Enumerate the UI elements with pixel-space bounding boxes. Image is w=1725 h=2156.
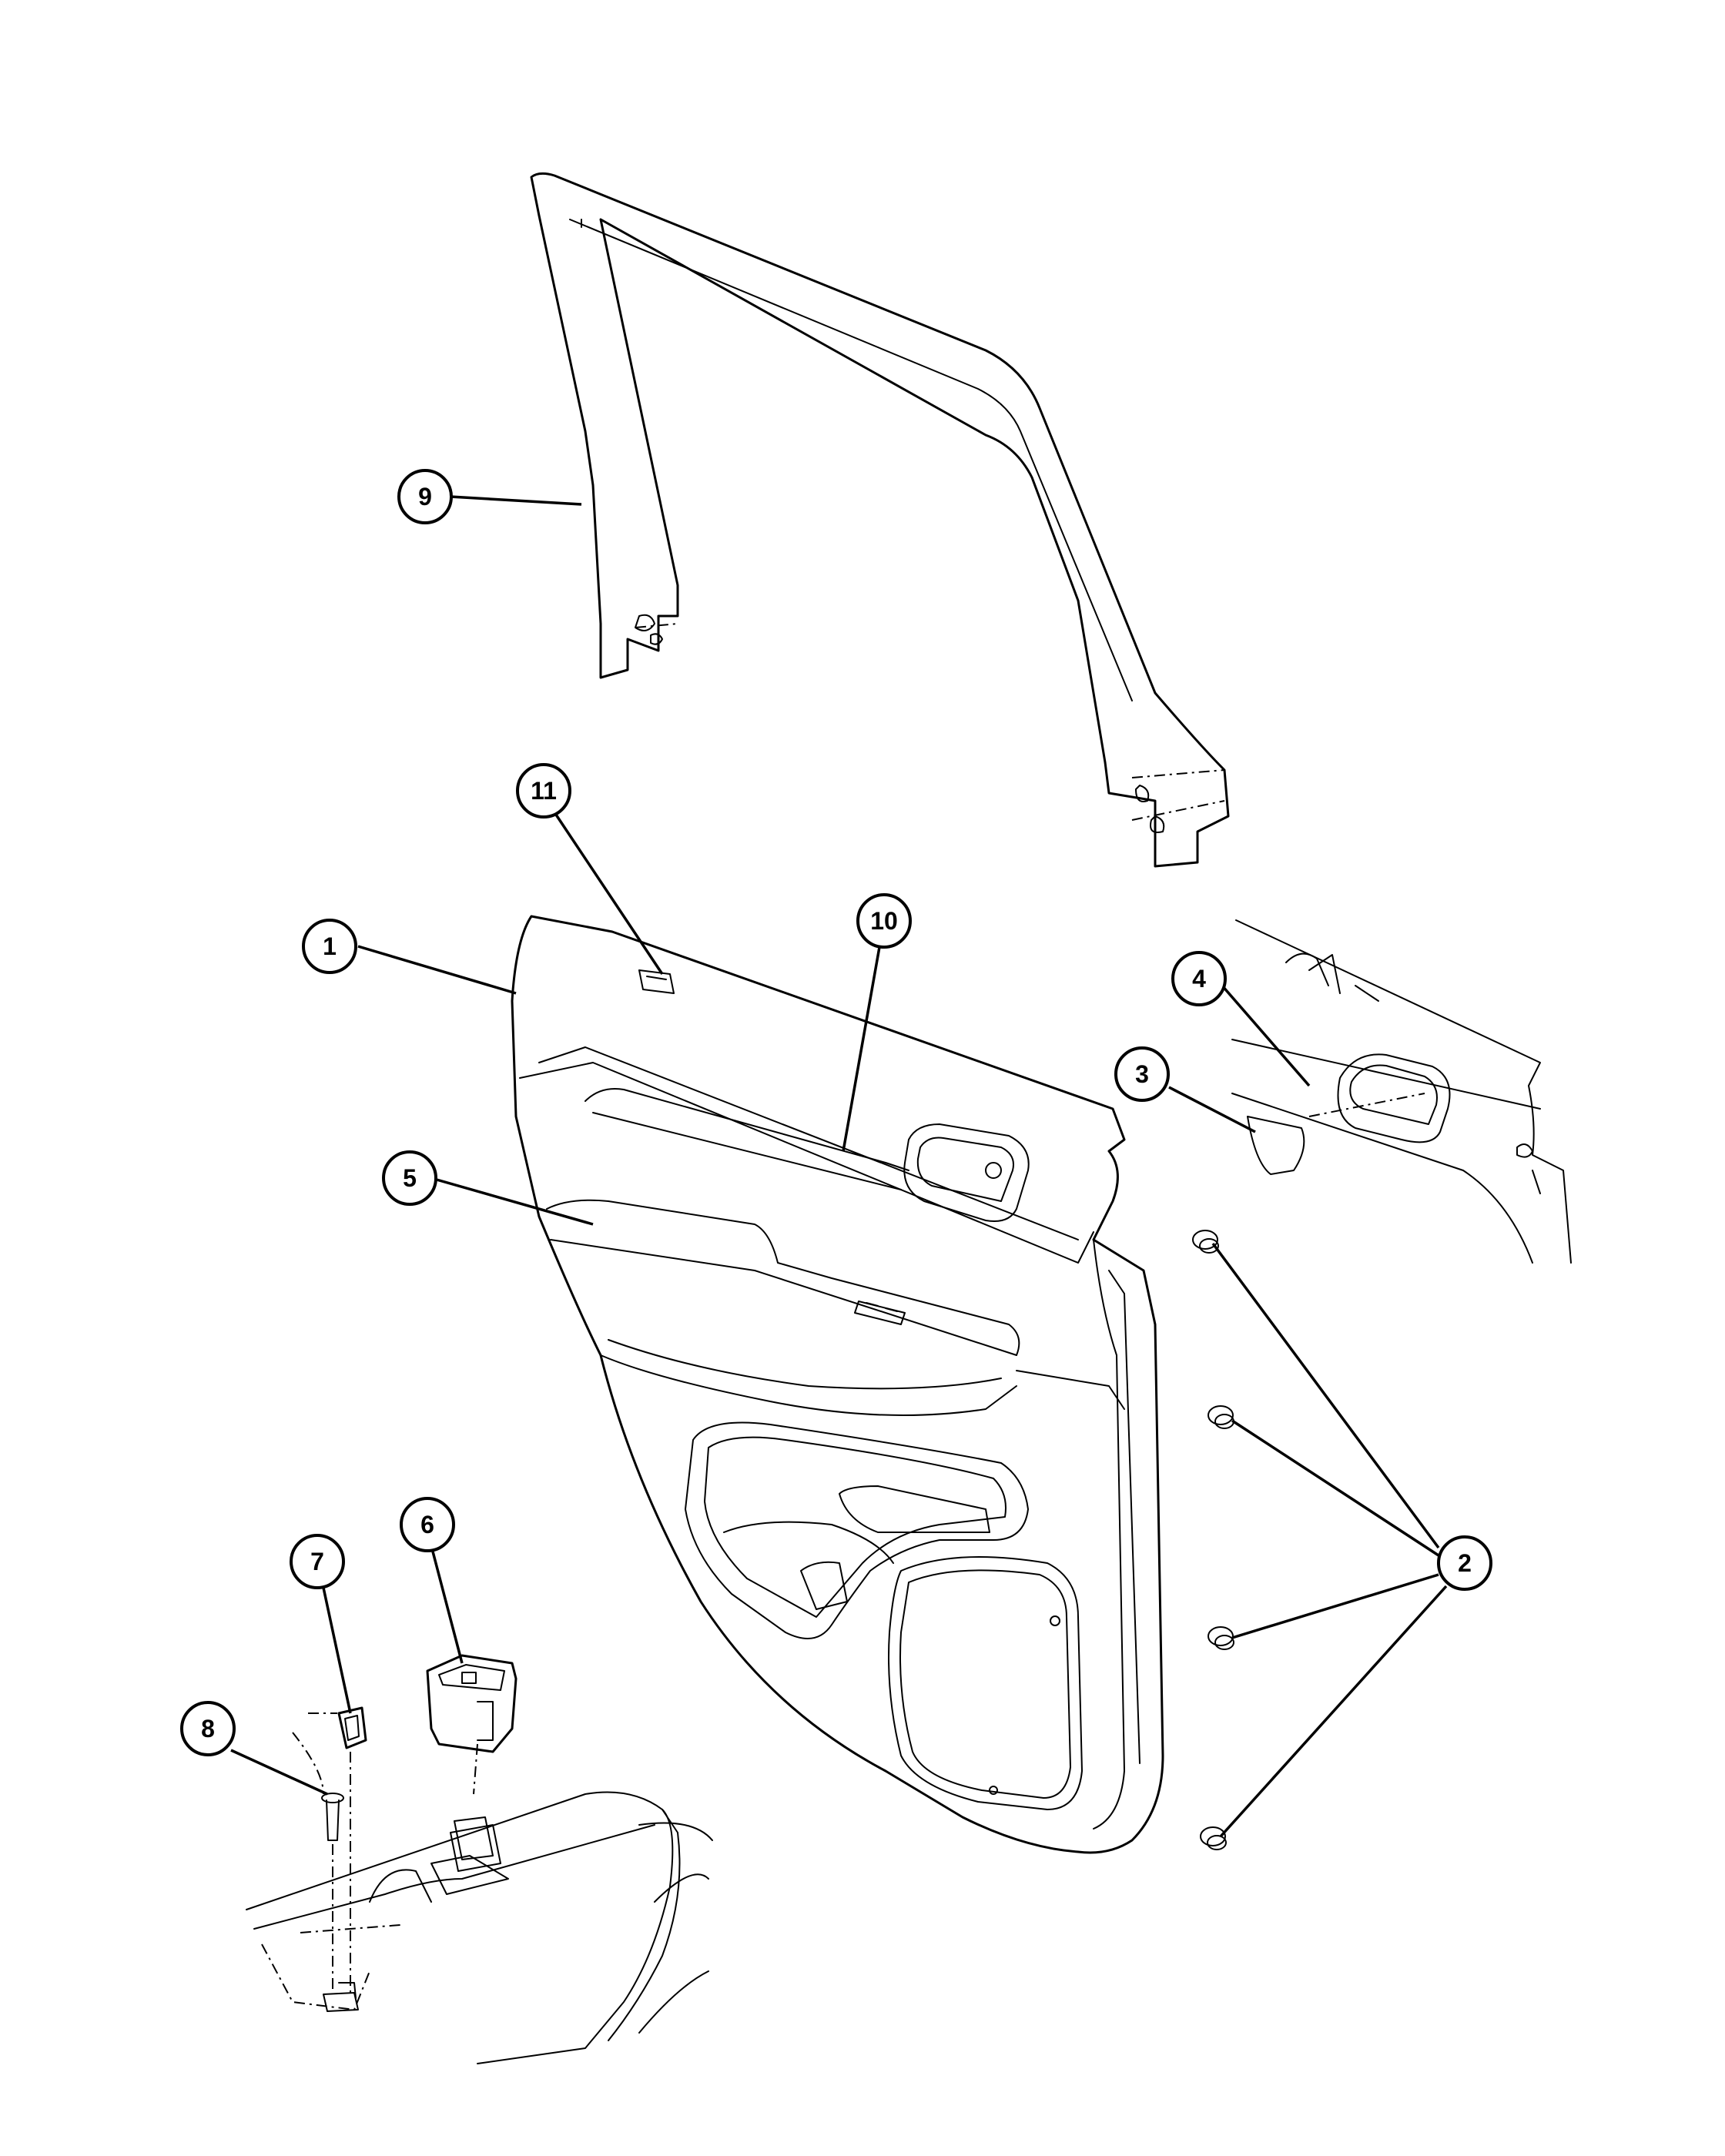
- fastener-4: [1200, 1826, 1227, 1850]
- window-switch: [426, 1654, 518, 1860]
- callout-8: 8: [180, 1701, 236, 1756]
- callout-4: 4: [1171, 951, 1227, 1006]
- handle-detail-view: [1231, 919, 1572, 1264]
- fastener-3: [1208, 1626, 1234, 1650]
- leader-1: [357, 945, 517, 995]
- leader-8: [230, 1749, 328, 1796]
- callout-9: 9: [397, 469, 453, 524]
- leader-10: [842, 946, 881, 1152]
- callout-2: 2: [1437, 1535, 1492, 1591]
- callout-9-label: 9: [418, 483, 432, 511]
- callout-6: 6: [400, 1497, 455, 1552]
- leader-lines: [230, 495, 1448, 1838]
- callout-7-label: 7: [310, 1548, 324, 1575]
- callout-11-label: 11: [531, 777, 557, 805]
- callout-4-label: 4: [1192, 965, 1206, 993]
- leader-5: [436, 1178, 594, 1226]
- callout-5-label: 5: [403, 1164, 417, 1192]
- callout-10-label: 10: [870, 907, 898, 935]
- leader-2c: [1231, 1573, 1439, 1639]
- callout-5: 5: [382, 1150, 437, 1206]
- screw: [321, 1793, 344, 1841]
- leader-6: [431, 1551, 464, 1664]
- callout-8-label: 8: [201, 1715, 215, 1743]
- door-trim-panel: [511, 915, 1164, 1854]
- leader-2d: [1219, 1585, 1448, 1838]
- callout-3-label: 3: [1135, 1060, 1149, 1088]
- callout-3: 3: [1114, 1046, 1170, 1102]
- leader-3: [1168, 1086, 1256, 1133]
- fastener-1: [1192, 1230, 1219, 1254]
- window-frame-trim: [530, 172, 1230, 868]
- bezel-clip: [337, 1706, 367, 1749]
- leader-9: [450, 495, 582, 506]
- callout-7: 7: [290, 1534, 345, 1589]
- callout-10: 10: [856, 893, 912, 949]
- armrest-detail-view: [246, 1712, 713, 2064]
- callout-1: 1: [302, 919, 357, 974]
- callout-11: 11: [516, 763, 571, 819]
- fastener-2: [1208, 1405, 1234, 1429]
- leader-2b: [1231, 1419, 1439, 1557]
- leader-2a: [1211, 1242, 1440, 1549]
- callout-6-label: 6: [420, 1511, 434, 1538]
- leader-7: [322, 1587, 352, 1714]
- leader-4: [1215, 978, 1311, 1087]
- callout-2-label: 2: [1458, 1549, 1472, 1577]
- callout-1-label: 1: [323, 932, 337, 960]
- push-pin-fasteners: [1192, 1230, 1234, 1850]
- leader-11: [551, 809, 664, 975]
